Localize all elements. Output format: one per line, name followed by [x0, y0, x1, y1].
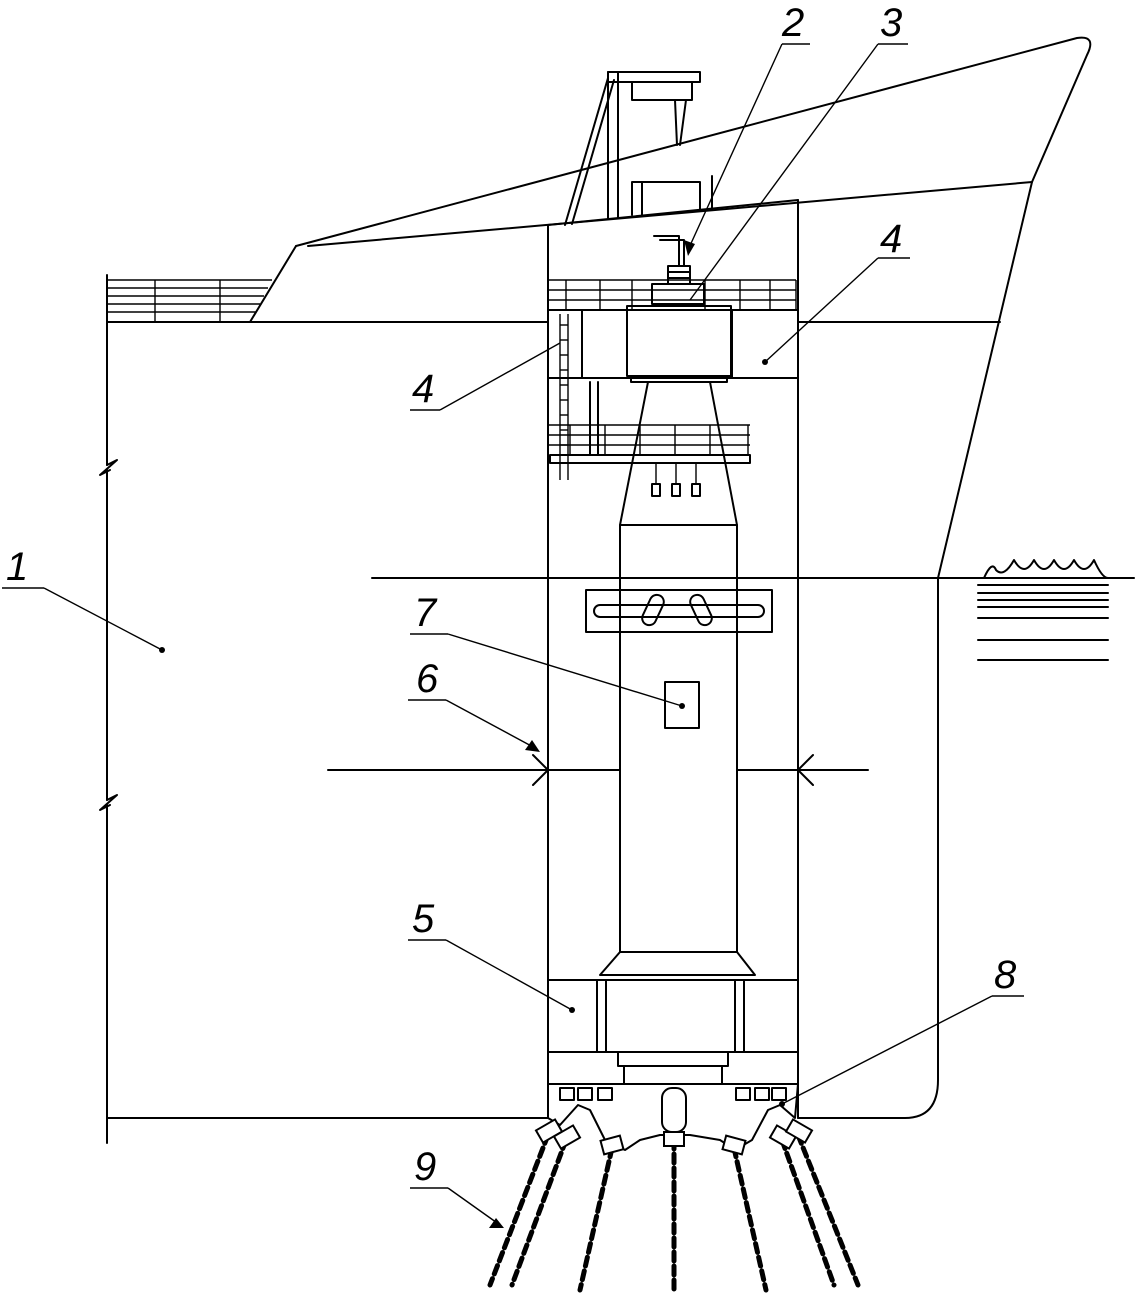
callout-2: 2	[781, 1, 804, 45]
section-line	[327, 754, 869, 786]
chain-7	[795, 1132, 861, 1288]
callout-7: 7	[414, 591, 438, 635]
callout-5: 5	[412, 897, 435, 941]
upper-bearing-deck	[547, 235, 799, 480]
ship-hull	[99, 36, 1092, 1144]
turret-well	[547, 199, 799, 1119]
chain-6	[779, 1137, 837, 1288]
chain-1	[487, 1132, 551, 1288]
chain-2	[509, 1137, 569, 1288]
lower-bearing	[547, 979, 799, 1085]
callout-6: 6	[416, 657, 439, 701]
leader-lines	[2, 43, 1024, 1228]
anchor-chains	[487, 1118, 861, 1293]
callout-1: 1	[6, 545, 28, 589]
chain-5	[731, 1145, 769, 1293]
waterline	[371, 559, 1135, 661]
chain-3	[577, 1145, 615, 1293]
turret-column	[547, 381, 773, 976]
callout-3: 3	[880, 1, 902, 45]
callout-4-left: 4	[412, 367, 434, 411]
callout-9: 9	[414, 1145, 436, 1189]
callout-8: 8	[994, 953, 1017, 997]
callout-labels: 1 2 3 4 4 5 6 7 8 9	[6, 1, 1017, 1189]
callout-4-right: 4	[880, 217, 902, 261]
mast-structure	[564, 71, 713, 226]
forecastle-railing	[107, 279, 272, 322]
